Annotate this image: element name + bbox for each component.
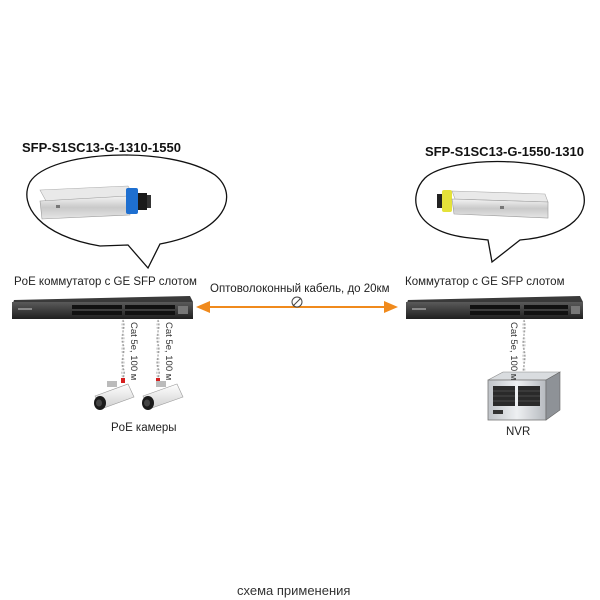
left-switch-label: PoE коммутатор с GE SFP слотом [14,276,197,288]
poe-camera-2 [142,381,184,410]
right-switch-label: Коммутатор с GE SFP слотом [405,276,565,288]
cameras-label: PoE камеры [111,422,177,434]
left-cable-1 [121,319,125,383]
diagram-caption: схема применения [237,583,351,598]
left-module-title: SFP-S1SC13-G-1310-1550 [22,140,181,155]
arrow-head-left [196,301,210,313]
fiber-link-arrow [196,296,398,313]
right-module-title: SFP-S1SC13-G-1550-1310 [425,144,584,159]
nvr-server [487,371,562,421]
left-cable-1-label: Cat 5e, 100 м [128,322,139,381]
rj45-plug [121,378,125,383]
arrow-head-right [384,301,398,313]
left-cable-2-label: Cat 5e, 100 м [163,322,174,381]
left-switch [12,296,193,319]
left-cable-2 [156,319,160,383]
right-cable-label: Cat 5e, 100 м [508,322,519,381]
fiber-link-label: Оптоволоконный кабель, до 20км [210,283,390,295]
nvr-label: NVR [506,426,531,438]
right-switch [406,296,583,319]
right-cable [522,319,526,381]
left-sc-connector [126,188,138,214]
right-switch-ports [470,305,580,315]
poe-camera-1 [94,381,135,410]
left-sfp-module [39,185,151,220]
left-switch-ports [72,305,188,315]
right-sc-connector [442,190,452,212]
rj45-plug [156,378,160,383]
right-sfp-module [437,190,549,219]
